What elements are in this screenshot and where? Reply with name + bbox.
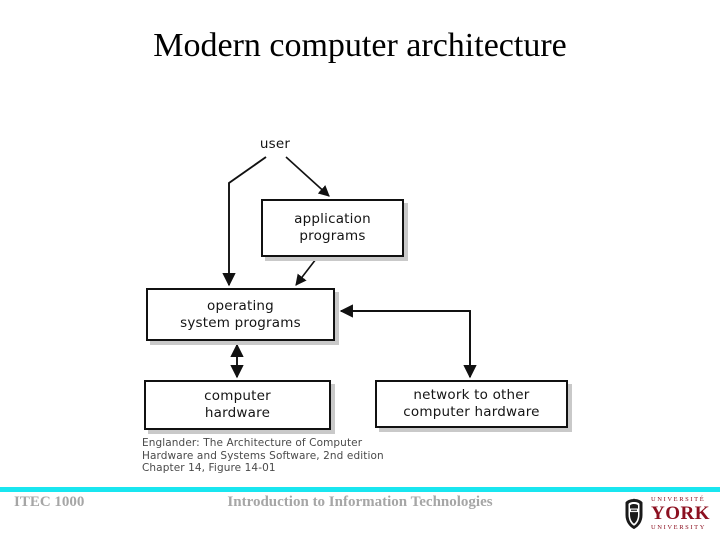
york-university-logo: UNIVERSITÉ YORK UNIVERSITY <box>620 494 714 534</box>
box-os-line1: operating <box>207 297 274 314</box>
connector-user-to-application <box>285 156 330 197</box>
box-os-line2: system programs <box>180 314 301 331</box>
york-wordmark: UNIVERSITÉ YORK UNIVERSITY <box>651 496 713 532</box>
connector-user-to-operating-system <box>222 156 267 287</box>
box-hardware-line2: hardware <box>204 405 271 421</box>
figure-source-caption: Englander: The Architecture of Computer … <box>142 437 472 475</box>
box-application-line1: application <box>294 211 371 227</box>
footer-divider <box>0 487 720 492</box>
diagram-label-user: user <box>259 136 291 152</box>
diagram-box-computer-hardware: computer hardware <box>144 380 331 430</box>
box-network-line2: computer hardware <box>403 404 540 420</box>
diagram-box-network: network to other computer hardware <box>375 380 568 428</box>
connector-application-to-operating-system <box>295 258 317 286</box>
box-hardware-line1: computer <box>204 388 271 404</box>
footer-course-title: Introduction to Information Technologies <box>227 494 493 510</box>
york-shield-crest-icon <box>625 498 643 530</box>
connector-network-to-operating-system <box>339 304 471 377</box>
caption-line-3: Chapter 14, Figure 14-01 <box>142 462 276 475</box>
diagram-box-operating-system-programs: operating system programs <box>146 288 335 341</box>
page-title: Modern computer architecture <box>153 27 567 64</box>
footer-course-code: ITEC 1000 <box>14 494 85 510</box>
york-university-text: UNIVERSITY <box>651 524 706 531</box>
caption-line-2: Hardware and Systems Software, 2nd editi… <box>142 449 384 462</box>
box-application-line2: programs <box>299 228 366 244</box>
caption-line-1: Englander: The Architecture of Computer <box>142 437 363 449</box>
box-network-line1: network to other <box>413 387 530 403</box>
york-universite-text: UNIVERSITÉ <box>651 496 706 503</box>
york-name-text: YORK <box>651 503 710 524</box>
diagram-box-application-programs: application programs <box>261 199 404 257</box>
